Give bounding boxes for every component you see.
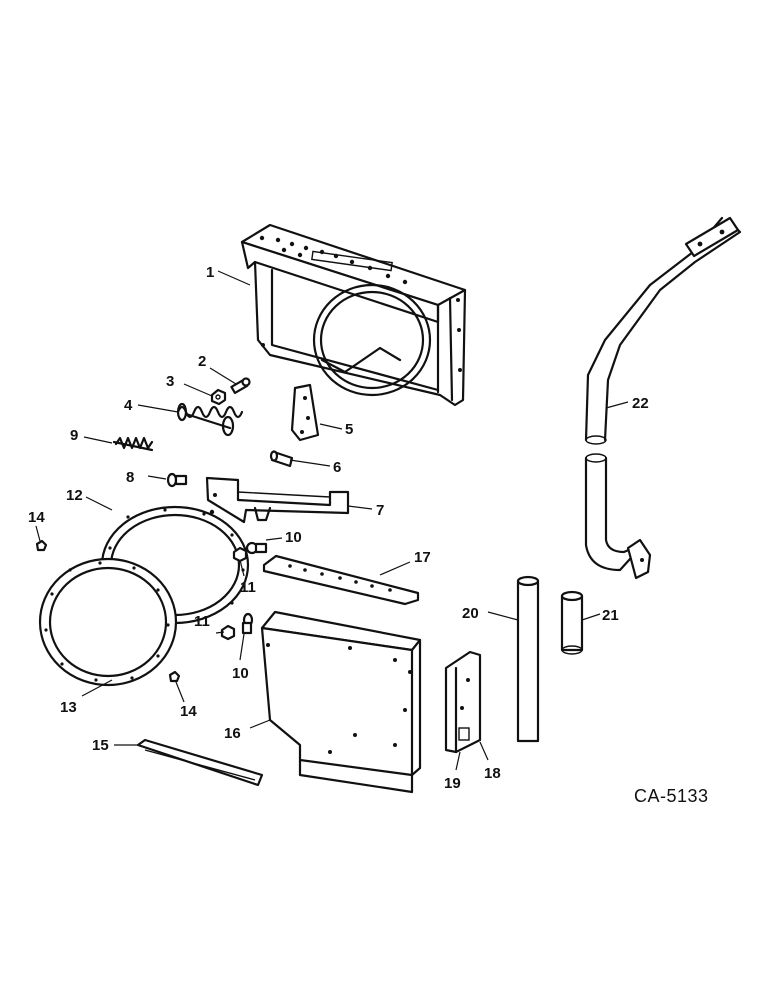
part-15-strip bbox=[136, 738, 264, 787]
callout-18: 18 bbox=[484, 765, 501, 782]
callout-8: 8 bbox=[126, 469, 134, 486]
part-5-plate bbox=[290, 383, 320, 442]
part-20-tube bbox=[516, 575, 540, 743]
callout-19: 19 bbox=[444, 775, 461, 792]
callout-14-lower: 14 bbox=[180, 703, 197, 720]
callout-15: 15 bbox=[92, 737, 109, 754]
part-10-bolt-a bbox=[245, 541, 268, 555]
callout-11-lower: 11 bbox=[194, 613, 210, 630]
part-16-panel bbox=[260, 610, 422, 794]
callout-21: 21 bbox=[602, 607, 619, 624]
callout-5: 5 bbox=[345, 421, 353, 438]
callout-20: 20 bbox=[462, 605, 479, 622]
callout-6: 6 bbox=[333, 459, 341, 476]
part-22-support-arm bbox=[584, 216, 742, 580]
callout-22: 22 bbox=[632, 395, 649, 412]
callout-17: 17 bbox=[414, 549, 431, 566]
callout-13: 13 bbox=[60, 699, 77, 716]
callout-10-upper: 10 bbox=[285, 529, 302, 546]
part-3-nut bbox=[210, 388, 227, 406]
callout-16: 16 bbox=[224, 725, 241, 742]
callout-7: 7 bbox=[376, 502, 384, 519]
callout-12: 12 bbox=[66, 487, 83, 504]
callout-11-upper: 11 bbox=[240, 579, 256, 596]
part-18-bracket bbox=[444, 650, 482, 754]
part-11-nut-a bbox=[232, 546, 248, 563]
part-9-spring bbox=[112, 436, 154, 452]
part-7-bracket bbox=[205, 476, 350, 524]
part-8-bolt bbox=[166, 472, 188, 488]
callout-14-upper: 14 bbox=[28, 509, 45, 526]
part-14-nut-b bbox=[168, 670, 181, 683]
part-6-pin bbox=[269, 450, 294, 468]
part-10-bolt-b bbox=[241, 612, 254, 635]
callout-labels: 1 2 3 4 5 6 7 8 9 10 10 11 11 12 13 14 1… bbox=[28, 264, 649, 792]
callout-4: 4 bbox=[124, 397, 133, 414]
callout-10-lower: 10 bbox=[232, 665, 249, 682]
part-17-plate bbox=[262, 554, 420, 606]
drawing-code: CA-5133 bbox=[634, 786, 709, 806]
part-2-bolt bbox=[230, 377, 251, 395]
callout-2: 2 bbox=[198, 353, 206, 370]
part-14-nut-a bbox=[35, 539, 48, 552]
part-4-spring bbox=[176, 402, 244, 437]
part-1-shroud-frame bbox=[240, 223, 467, 407]
callout-9: 9 bbox=[70, 427, 78, 444]
leader-lines bbox=[35, 270, 629, 771]
part-11-nut-b bbox=[220, 624, 236, 641]
part-13-ring bbox=[38, 557, 178, 687]
callout-1: 1 bbox=[206, 264, 214, 281]
part-21-tube bbox=[560, 590, 584, 655]
callout-3: 3 bbox=[166, 373, 174, 390]
